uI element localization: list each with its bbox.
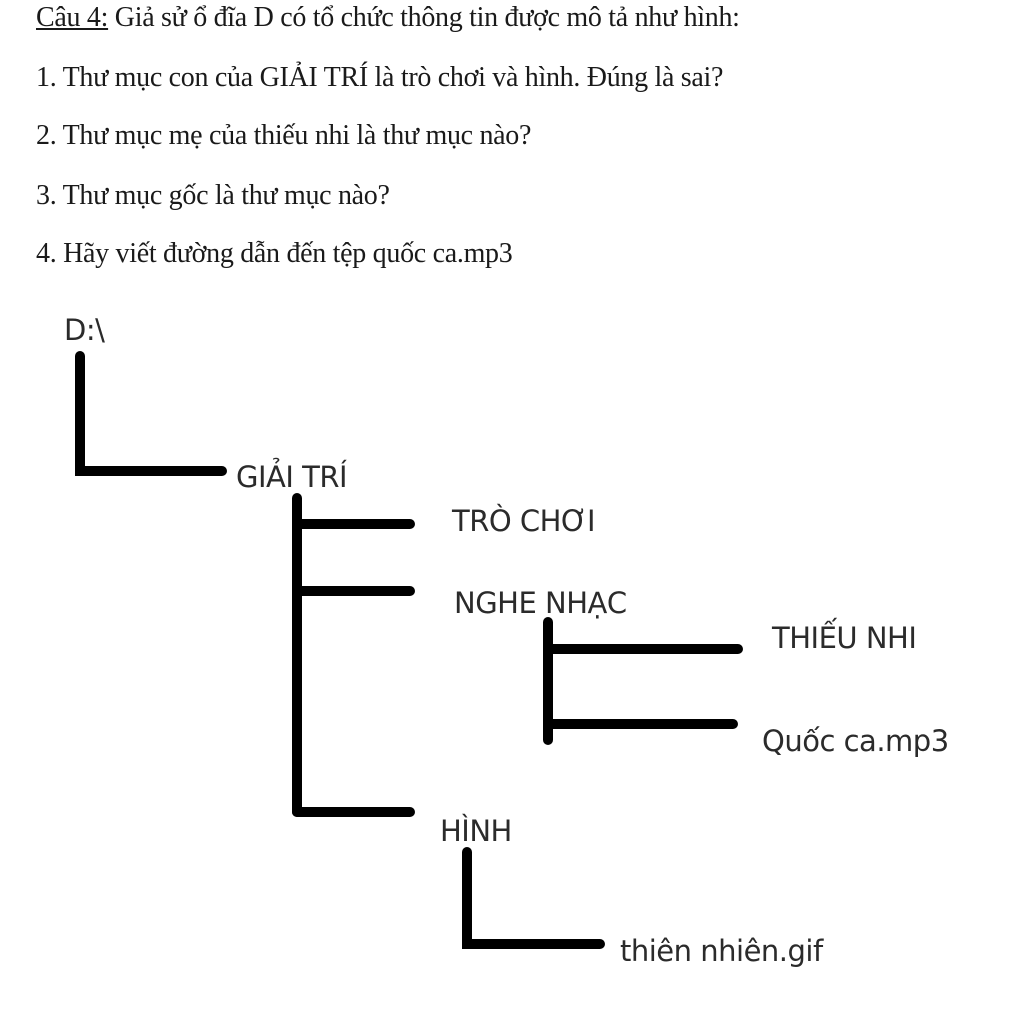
question-label: Câu 4:	[36, 2, 109, 33]
question-item-2: 2. Thư mục mẹ của thiếu nhi là thư mục n…	[36, 120, 532, 151]
tree-node-quoc-ca: Quốc ca.mp3	[762, 724, 949, 758]
question-item-1: 1. Thư mục con của GIẢI TRÍ là trò chơi …	[36, 62, 724, 93]
tree-node-nghe-nhac: NGHE NHẠC	[454, 586, 627, 620]
question-intro: Giả sử ổ đĩa D có tổ chức thông tin được…	[108, 2, 740, 33]
tree-node-thieu-nhi: THIẾU NHI	[772, 621, 917, 655]
tree-node-giai-tri: GIẢI TRÍ	[236, 460, 348, 494]
question-item-3: 3. Thư mục gốc là thư mục nào?	[36, 180, 390, 211]
tree-node-tro-choi: TRÒ CHƠI	[452, 504, 596, 538]
question-item-4: 4. Hãy viết đường dẫn đến tệp quốc ca.mp…	[36, 238, 513, 269]
connector-hinh-thiennhien	[462, 847, 605, 949]
connector-root-giaitri	[75, 351, 227, 476]
tree-node-root: D:\	[64, 313, 105, 347]
tree-node-hinh: HÌNH	[440, 814, 512, 848]
tree-node-thien-nhien: thiên nhiên.gif	[620, 934, 823, 968]
question-title: Câu 4: Giả sử ổ đĩa D có tổ chức thông t…	[36, 2, 740, 34]
